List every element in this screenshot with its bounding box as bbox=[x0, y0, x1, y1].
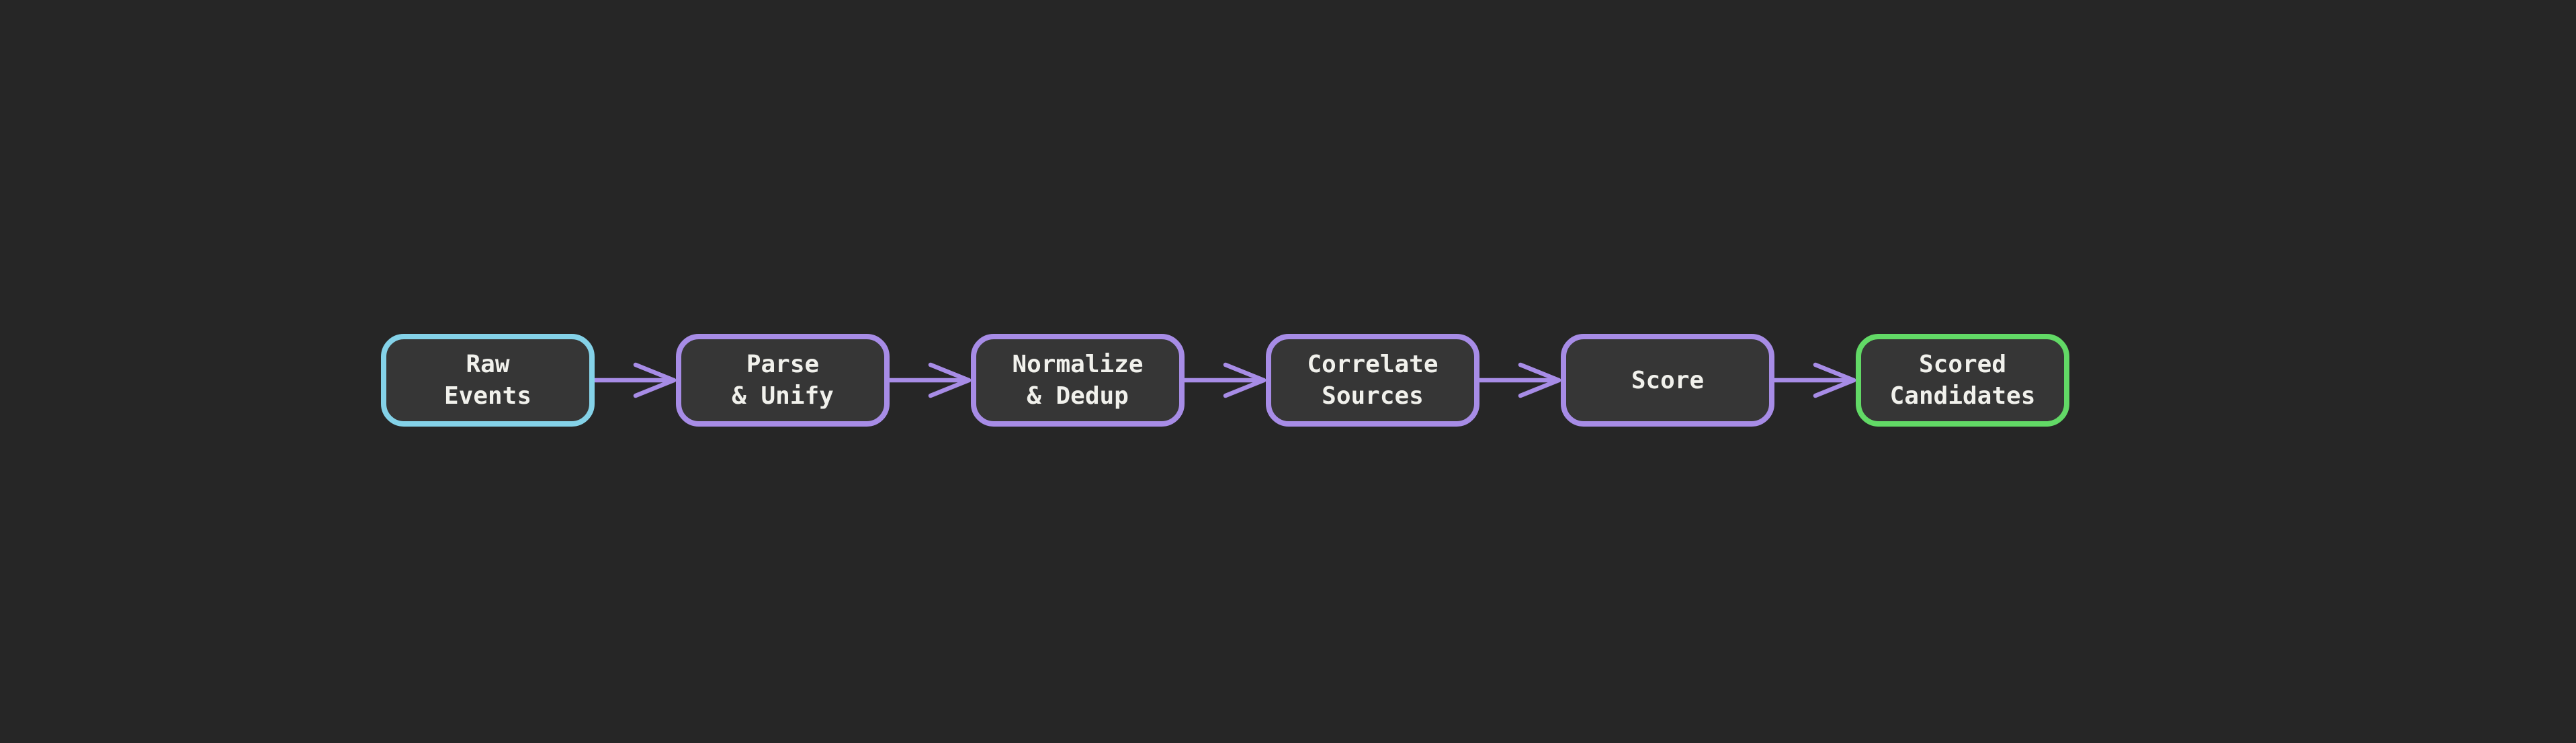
node-scored-candidates: Scored Candidates bbox=[1856, 334, 2069, 427]
node-label-line: Normalize bbox=[1012, 351, 1144, 378]
node-normalize-dedup: Normalize & Dedup bbox=[971, 334, 1185, 427]
flow-arrow bbox=[1479, 362, 1561, 398]
arrow-head bbox=[1813, 362, 1856, 398]
node-label-line: Sources bbox=[1322, 382, 1424, 410]
node-label-line: Scored bbox=[1918, 351, 2007, 378]
arrow-head bbox=[1518, 362, 1561, 398]
node-label-line: Parse bbox=[746, 351, 820, 378]
flow-arrow bbox=[1185, 362, 1266, 398]
arrow-head bbox=[1223, 362, 1266, 398]
flow-arrow bbox=[595, 362, 676, 398]
node-label-line: Correlate bbox=[1307, 351, 1439, 378]
node-score: Score bbox=[1561, 334, 1774, 427]
flow-arrow bbox=[890, 362, 971, 398]
node-label-line: & Unify bbox=[732, 382, 834, 410]
node-correlate-sources: Correlate Sources bbox=[1266, 334, 1479, 427]
node-label-line: Events bbox=[443, 382, 532, 410]
node-parse-unify: Parse & Unify bbox=[676, 334, 890, 427]
flow-arrow bbox=[1774, 362, 1856, 398]
node-label-line: Raw bbox=[466, 351, 510, 378]
pipeline-flow: Raw Events Parse & Unify Normalize & Ded… bbox=[381, 334, 2069, 427]
node-label-line: Candidates bbox=[1889, 382, 2036, 410]
node-raw-events: Raw Events bbox=[381, 334, 595, 427]
node-label-line: Score bbox=[1631, 366, 1705, 394]
node-label-line: & Dedup bbox=[1027, 382, 1129, 410]
arrow-head bbox=[633, 362, 676, 398]
arrow-head bbox=[928, 362, 971, 398]
